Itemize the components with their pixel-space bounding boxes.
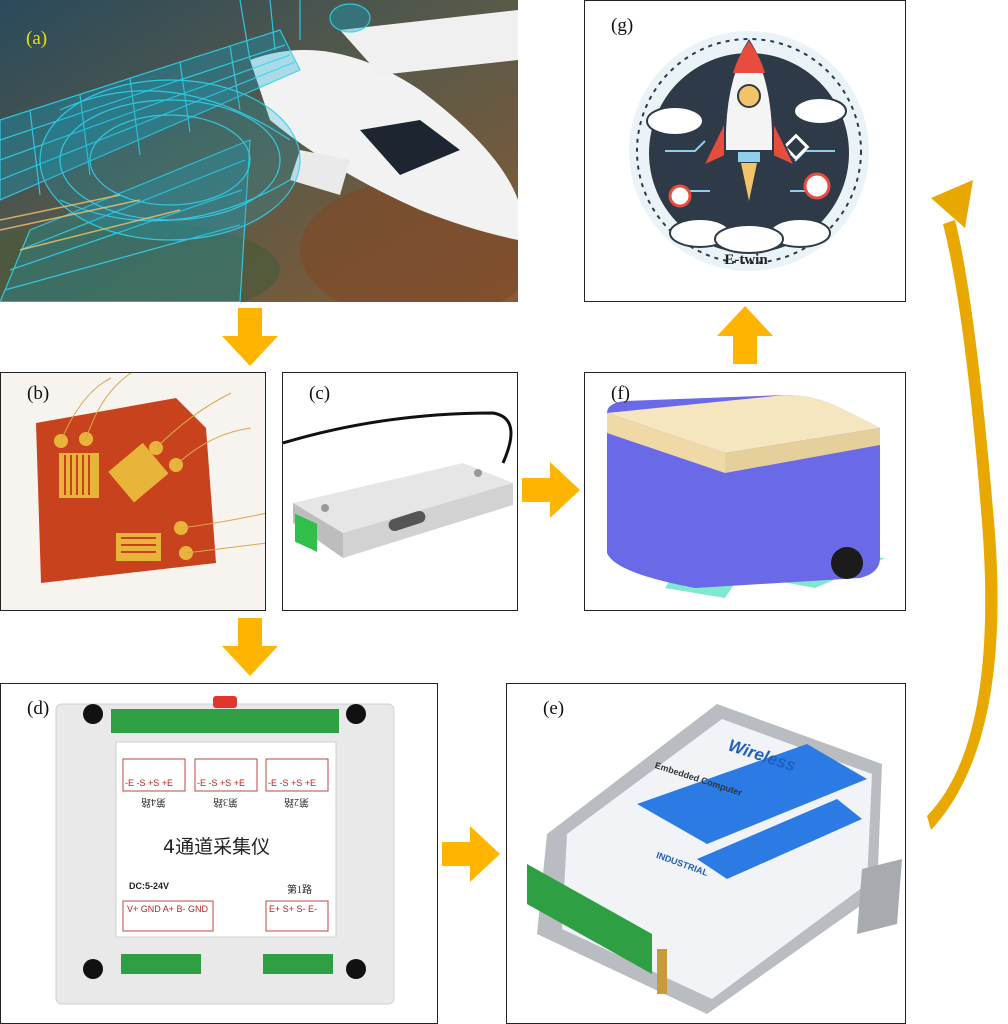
channel-4-label: 第4路 xyxy=(141,796,166,807)
panel-d-label: (d) xyxy=(27,698,50,719)
panel-d-acquisition: (d) -E -S +S +E -E -S +S +E -E -S +S +E … xyxy=(0,683,438,1024)
etwin-caption: E-twin xyxy=(724,252,768,268)
panel-b-label: (b) xyxy=(27,383,50,404)
arrow-c-to-f xyxy=(522,462,580,518)
panel-f-casing: (f) xyxy=(584,372,906,611)
gateway-device-image xyxy=(527,704,902,1014)
arrow-e-to-g-curved xyxy=(927,180,998,830)
panel-c-load-cell: (c) xyxy=(282,372,518,611)
panel-e-wireless-computer: (e) Wireless Embedded Computer INDUSTRIA… xyxy=(506,683,906,1024)
panel-a-label: (a) xyxy=(26,28,48,49)
strain-gauge-image xyxy=(1,373,265,610)
panel-c-label: (c) xyxy=(309,383,331,404)
casing-model xyxy=(607,395,885,598)
channel-1-label: 第1路 xyxy=(287,885,312,896)
panel-b-strain-gauges: (b) xyxy=(0,372,266,611)
arrow-d-to-e xyxy=(442,826,500,882)
panel-f-label: (f) xyxy=(611,383,630,404)
panel-g-etwin: (g) E-twin xyxy=(584,0,906,302)
terminal-ch2: -E -S +S +E xyxy=(268,778,317,788)
panel-e-label: (e) xyxy=(543,698,565,719)
device-title: 4通道采集仪 xyxy=(163,836,271,858)
terminal-ch4: -E -S +S +E xyxy=(125,778,174,788)
channel-3-label: 第3路 xyxy=(213,796,238,807)
panel-a-aircraft: (a) xyxy=(0,0,518,302)
arrow-b-to-d xyxy=(222,618,278,676)
channel-2-label: 第2路 xyxy=(284,796,309,807)
channel-1-terminals: E+ S+ S- E- xyxy=(269,904,318,914)
daq-device-image xyxy=(55,696,395,1005)
arrow-a-to-b xyxy=(222,308,278,366)
arrow-f-to-g xyxy=(717,306,773,364)
load-cell-image xyxy=(283,411,513,558)
panel-g-label: (g) xyxy=(611,15,634,36)
power-terminals: V+ GND A+ B- GND xyxy=(127,904,209,914)
terminal-ch3: -E -S +S +E xyxy=(197,778,246,788)
rocket-logo xyxy=(629,31,869,271)
power-label: DC:5-24V xyxy=(129,881,170,891)
aircraft-image xyxy=(0,0,518,302)
